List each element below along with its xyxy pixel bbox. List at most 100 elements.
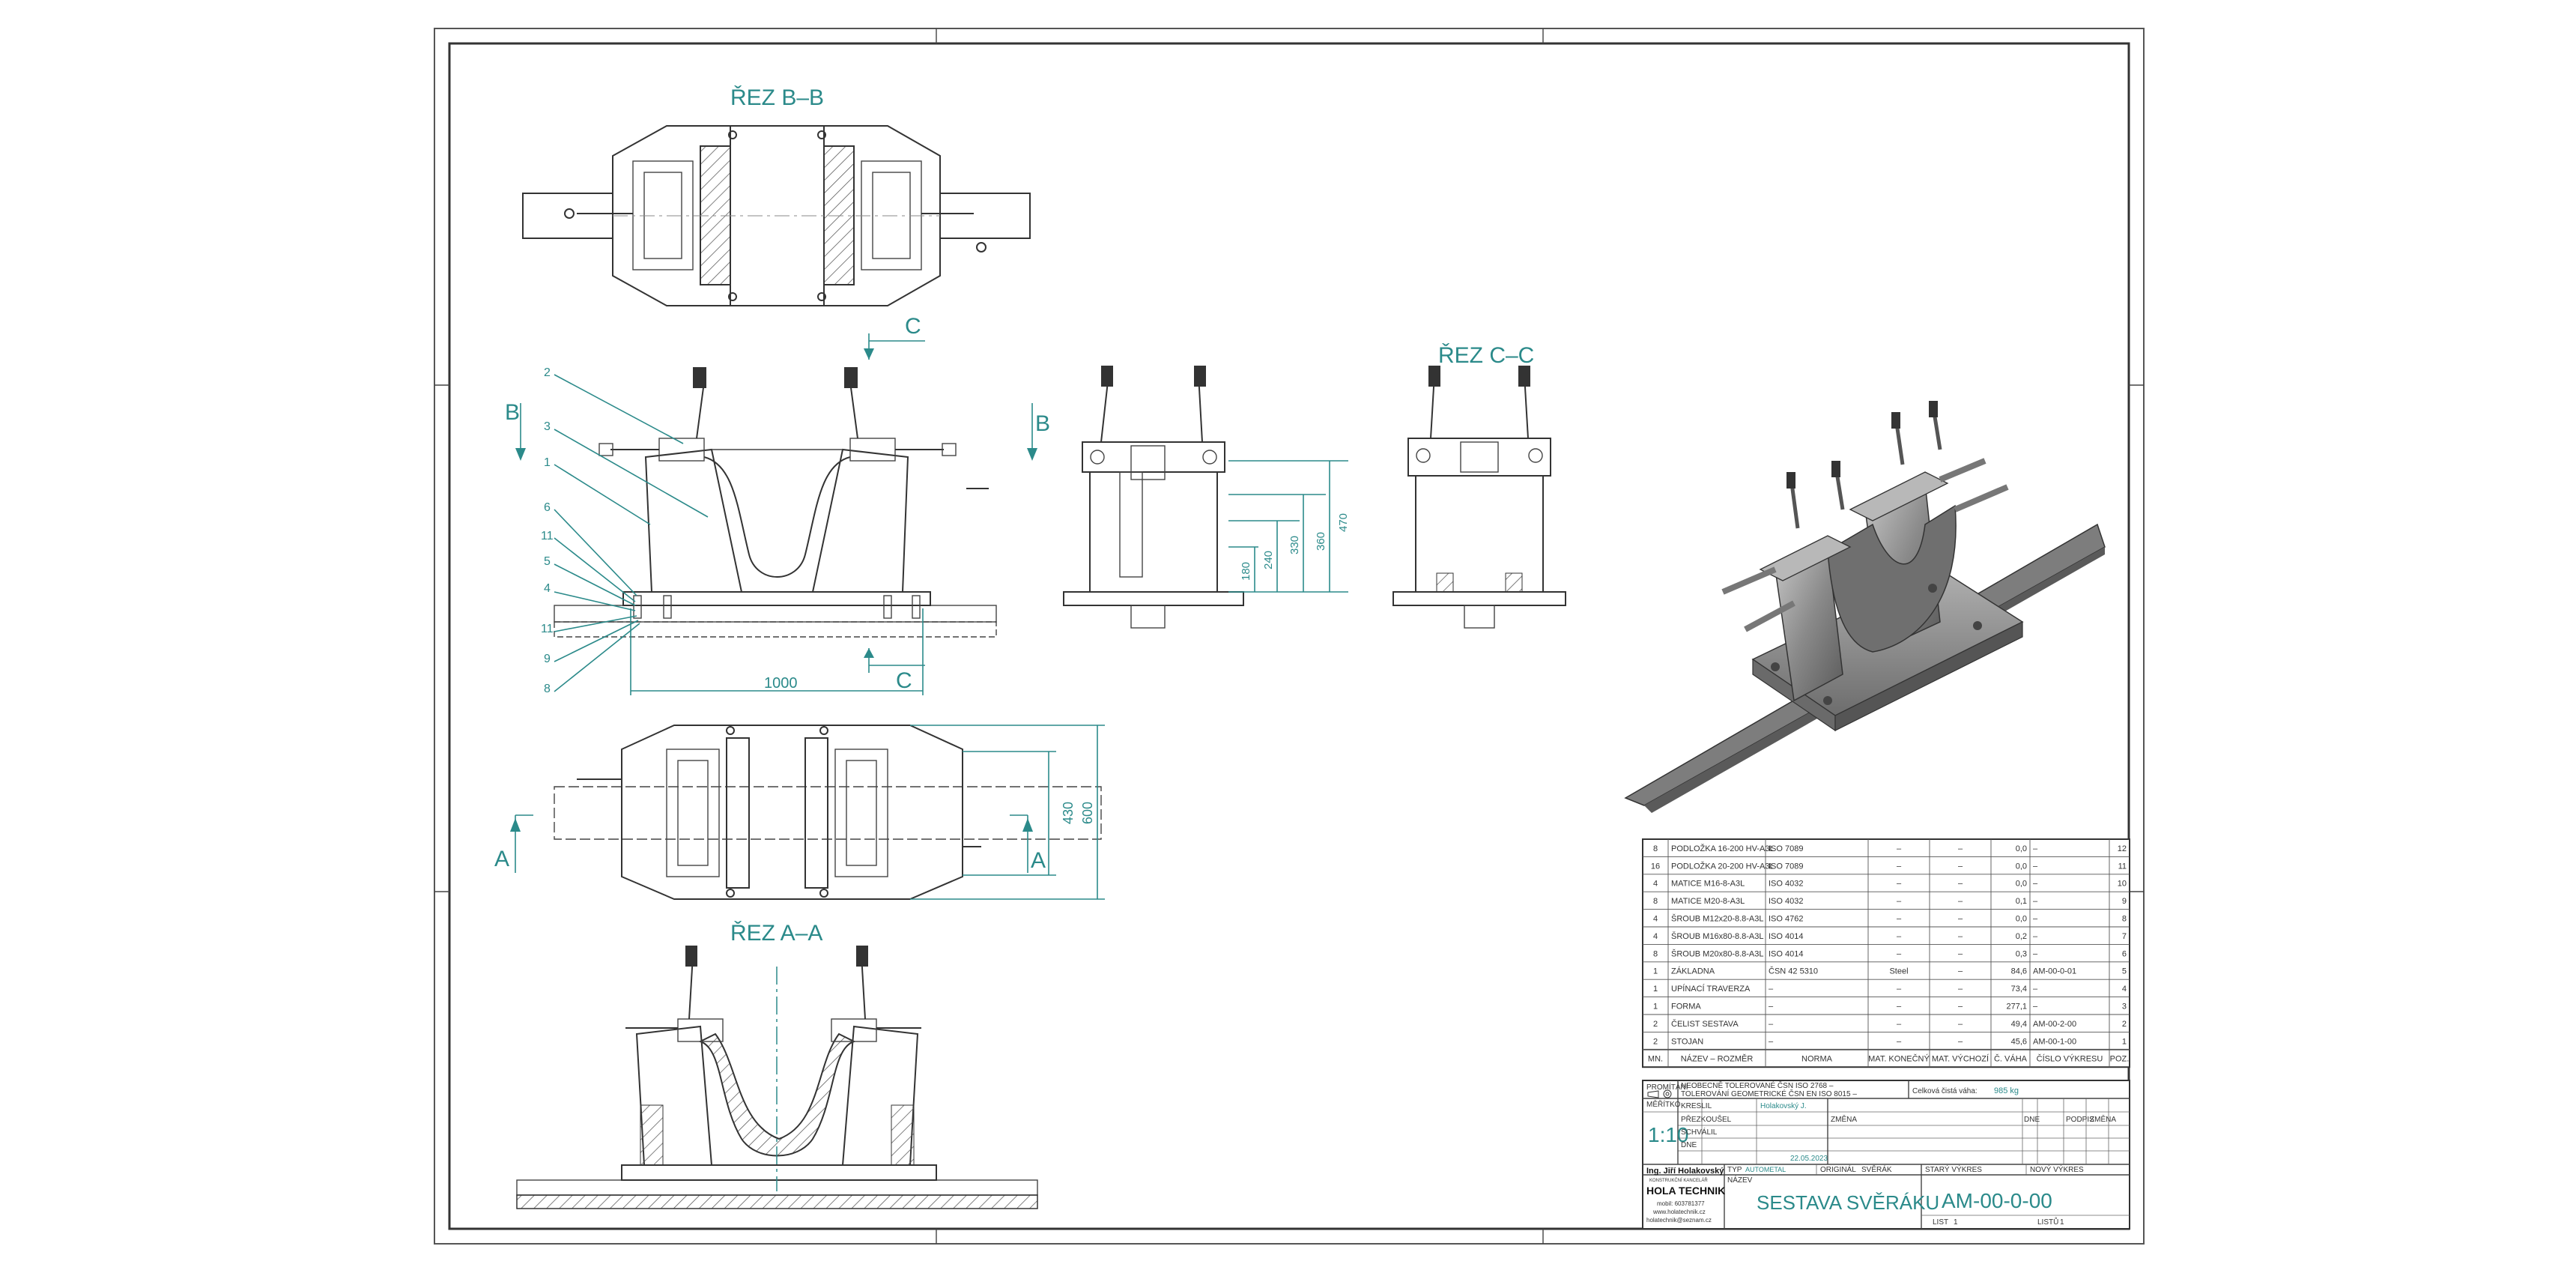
bom-cell-pos: 4 bbox=[2122, 985, 2127, 994]
bom-header-mat_fin: MAT. KONEČNÝ bbox=[1868, 1054, 1930, 1064]
bom-cell-pos: 12 bbox=[2118, 844, 2127, 853]
old-drawing-label: STARÝ VÝKRES bbox=[1925, 1164, 1982, 1174]
bom-cell-norm: ISO 4762 bbox=[1769, 915, 1803, 924]
drew-label: KRESLIL bbox=[1681, 1102, 1712, 1110]
side-view: B 180 240 330 360 470 bbox=[1027, 366, 1350, 629]
company-sub: KONSTRUKČNÍ KANCELÁŘ bbox=[1649, 1177, 1708, 1183]
top-view: 430 600 A A bbox=[494, 725, 1105, 900]
dimension-180: 180 bbox=[1240, 562, 1252, 581]
bom-frame bbox=[1642, 838, 2130, 1068]
bom-cell-qty: 1 bbox=[1653, 1003, 1658, 1012]
balloon-5: 5 bbox=[544, 555, 551, 568]
section-cc-view: ŘEZ C–C bbox=[1392, 343, 1566, 629]
bom-cell-weight: 0,0 bbox=[2016, 862, 2027, 871]
bom-cell-mat_fin: – bbox=[1897, 1020, 1902, 1029]
scale-label: MĚŘÍTKO bbox=[1646, 1099, 1681, 1109]
bom-cell-norm: – bbox=[1769, 1037, 1774, 1046]
bom-cell-weight: 0,0 bbox=[2016, 915, 2027, 924]
bom-cell-qty: 2 bbox=[1653, 1037, 1658, 1046]
bom-cell-norm: ČSN 42 5310 bbox=[1769, 967, 1818, 976]
company-name: HOLA TECHNIK bbox=[1646, 1185, 1725, 1197]
bom-cell-qty: 4 bbox=[1653, 915, 1658, 924]
bom-cell-mat_raw: – bbox=[1958, 932, 1963, 941]
dimension-330: 330 bbox=[1288, 536, 1301, 554]
bom-cell-qty: 8 bbox=[1653, 897, 1658, 906]
company-email: holatechnik@seznam.cz bbox=[1646, 1217, 1712, 1224]
section-marker-b-right: B bbox=[1035, 411, 1050, 436]
bom-cell-qty: 8 bbox=[1653, 949, 1658, 958]
company-web: www.holatechnik.cz bbox=[1652, 1209, 1706, 1215]
bom-cell-mat_raw: – bbox=[1958, 897, 1963, 906]
change-label-1: ZMĚNA bbox=[1831, 1114, 1857, 1124]
scale-value: 1:10 bbox=[1648, 1123, 1689, 1146]
bom-cell-norm: ISO 4032 bbox=[1769, 897, 1803, 906]
name-label: NÁZEV bbox=[1727, 1175, 1753, 1185]
tolerance-2: TOLEROVÁNÍ GEOMETRICKÉ ČSN EN ISO 8015 – bbox=[1681, 1089, 1857, 1098]
section-cc-label: ŘEZ C–C bbox=[1438, 343, 1534, 368]
bom-header-norm: NORMA bbox=[1801, 1055, 1833, 1064]
drew-value: Holakovský J. bbox=[1760, 1102, 1807, 1110]
bom-cell-norm: ISO 7089 bbox=[1769, 844, 1803, 853]
bom-cell-norm: – bbox=[1769, 985, 1774, 994]
bom-cell-mat_raw: – bbox=[1958, 880, 1963, 889]
bom-cell-drawing: – bbox=[2033, 949, 2038, 958]
sheet-value: 1 bbox=[1954, 1218, 1958, 1227]
bom-cell-norm: – bbox=[1769, 1020, 1774, 1029]
balloon-4: 4 bbox=[544, 582, 551, 595]
projection-symbol-icon bbox=[1647, 1089, 1672, 1098]
bom-cell-name: ŠROUB M20x80-8.8-A3L bbox=[1671, 949, 1764, 958]
bom-cell-qty: 4 bbox=[1653, 932, 1658, 941]
bom-cell-norm: ISO 4014 bbox=[1769, 949, 1803, 958]
dimension-240: 240 bbox=[1262, 551, 1275, 569]
bom-cell-name: ŠROUB M16x80-8.8-A3L bbox=[1671, 931, 1764, 941]
bom-cell-drawing: AM-00-2-00 bbox=[2033, 1020, 2076, 1029]
bom-header-qty: MN. bbox=[1648, 1055, 1663, 1064]
new-drawing-label: NOVÝ VÝKRES bbox=[2030, 1164, 2084, 1174]
bom-cell-mat_fin: – bbox=[1897, 862, 1902, 871]
bom-cell-name: MATICE M16-8-A3L bbox=[1671, 880, 1745, 889]
sheet-frame bbox=[434, 28, 2145, 1245]
bom-cell-weight: 45,6 bbox=[2011, 1037, 2027, 1046]
drawing-number: AM-00-0-00 bbox=[1942, 1189, 2052, 1212]
change-label-2: DNE bbox=[2024, 1116, 2040, 1124]
bom-cell-weight: 0,2 bbox=[2016, 932, 2027, 941]
bom-cell-mat_fin: – bbox=[1897, 880, 1902, 889]
bom-cell-name: PODLOŽKA 20-200 HV-A3L bbox=[1671, 861, 1775, 871]
bom-cell-norm: – bbox=[1769, 1003, 1774, 1012]
date-value: 22.05.2023 bbox=[1790, 1155, 1828, 1163]
type-label: TYP bbox=[1727, 1166, 1742, 1174]
section-aa-view: ŘEZ A–A bbox=[516, 921, 1038, 1209]
bom-cell-pos: 11 bbox=[2118, 862, 2127, 871]
bom-cell-name: STOJAN bbox=[1671, 1037, 1703, 1046]
balloons: 2 3 1 6 11 5 4 11 9 8 bbox=[541, 366, 709, 695]
bom-cell-weight: 49,4 bbox=[2011, 1020, 2027, 1029]
sheets-label: LISTŮ bbox=[2037, 1217, 2058, 1227]
date-label: DNE bbox=[1681, 1141, 1697, 1149]
dimension-360: 360 bbox=[1315, 532, 1327, 551]
bom-cell-mat_raw: – bbox=[1958, 949, 1963, 958]
section-bb-label: ŘEZ B–B bbox=[730, 85, 824, 110]
bom-cell-drawing: – bbox=[2033, 880, 2038, 889]
bom-cell-mat_fin: – bbox=[1897, 897, 1902, 906]
bom-cell-mat_raw: – bbox=[1958, 862, 1963, 871]
bom-cell-weight: 0,3 bbox=[2016, 949, 2027, 958]
bom-cell-drawing: – bbox=[2033, 915, 2038, 924]
bom-cell-norm: ISO 4032 bbox=[1769, 880, 1803, 889]
bom-cell-mat_raw: – bbox=[1958, 985, 1963, 994]
bom-cell-weight: 0,0 bbox=[2016, 844, 2027, 853]
bom-cell-mat_fin: – bbox=[1897, 985, 1902, 994]
bom-cell-norm: ISO 4014 bbox=[1769, 932, 1803, 941]
bom-cell-drawing: – bbox=[2033, 1003, 2038, 1012]
checked-label: PŘEZKOUŠEL bbox=[1681, 1114, 1732, 1124]
projection-label: PROMÍTÁNÍ bbox=[1646, 1082, 1688, 1092]
bom-cell-pos: 5 bbox=[2122, 967, 2127, 976]
bom-cell-pos: 9 bbox=[2122, 897, 2127, 906]
bom-cell-weight: 73,4 bbox=[2011, 985, 2027, 994]
bom-cell-mat_fin: Steel bbox=[1889, 967, 1908, 976]
section-bb-view: ŘEZ B–B bbox=[522, 85, 1031, 306]
original-label: ORIGINÁL bbox=[1820, 1164, 1856, 1174]
bom-cell-drawing: – bbox=[2033, 844, 2038, 853]
bom-header-weight: Č. VÁHA bbox=[1994, 1054, 2028, 1064]
bom-cell-mat_fin: – bbox=[1897, 915, 1902, 924]
